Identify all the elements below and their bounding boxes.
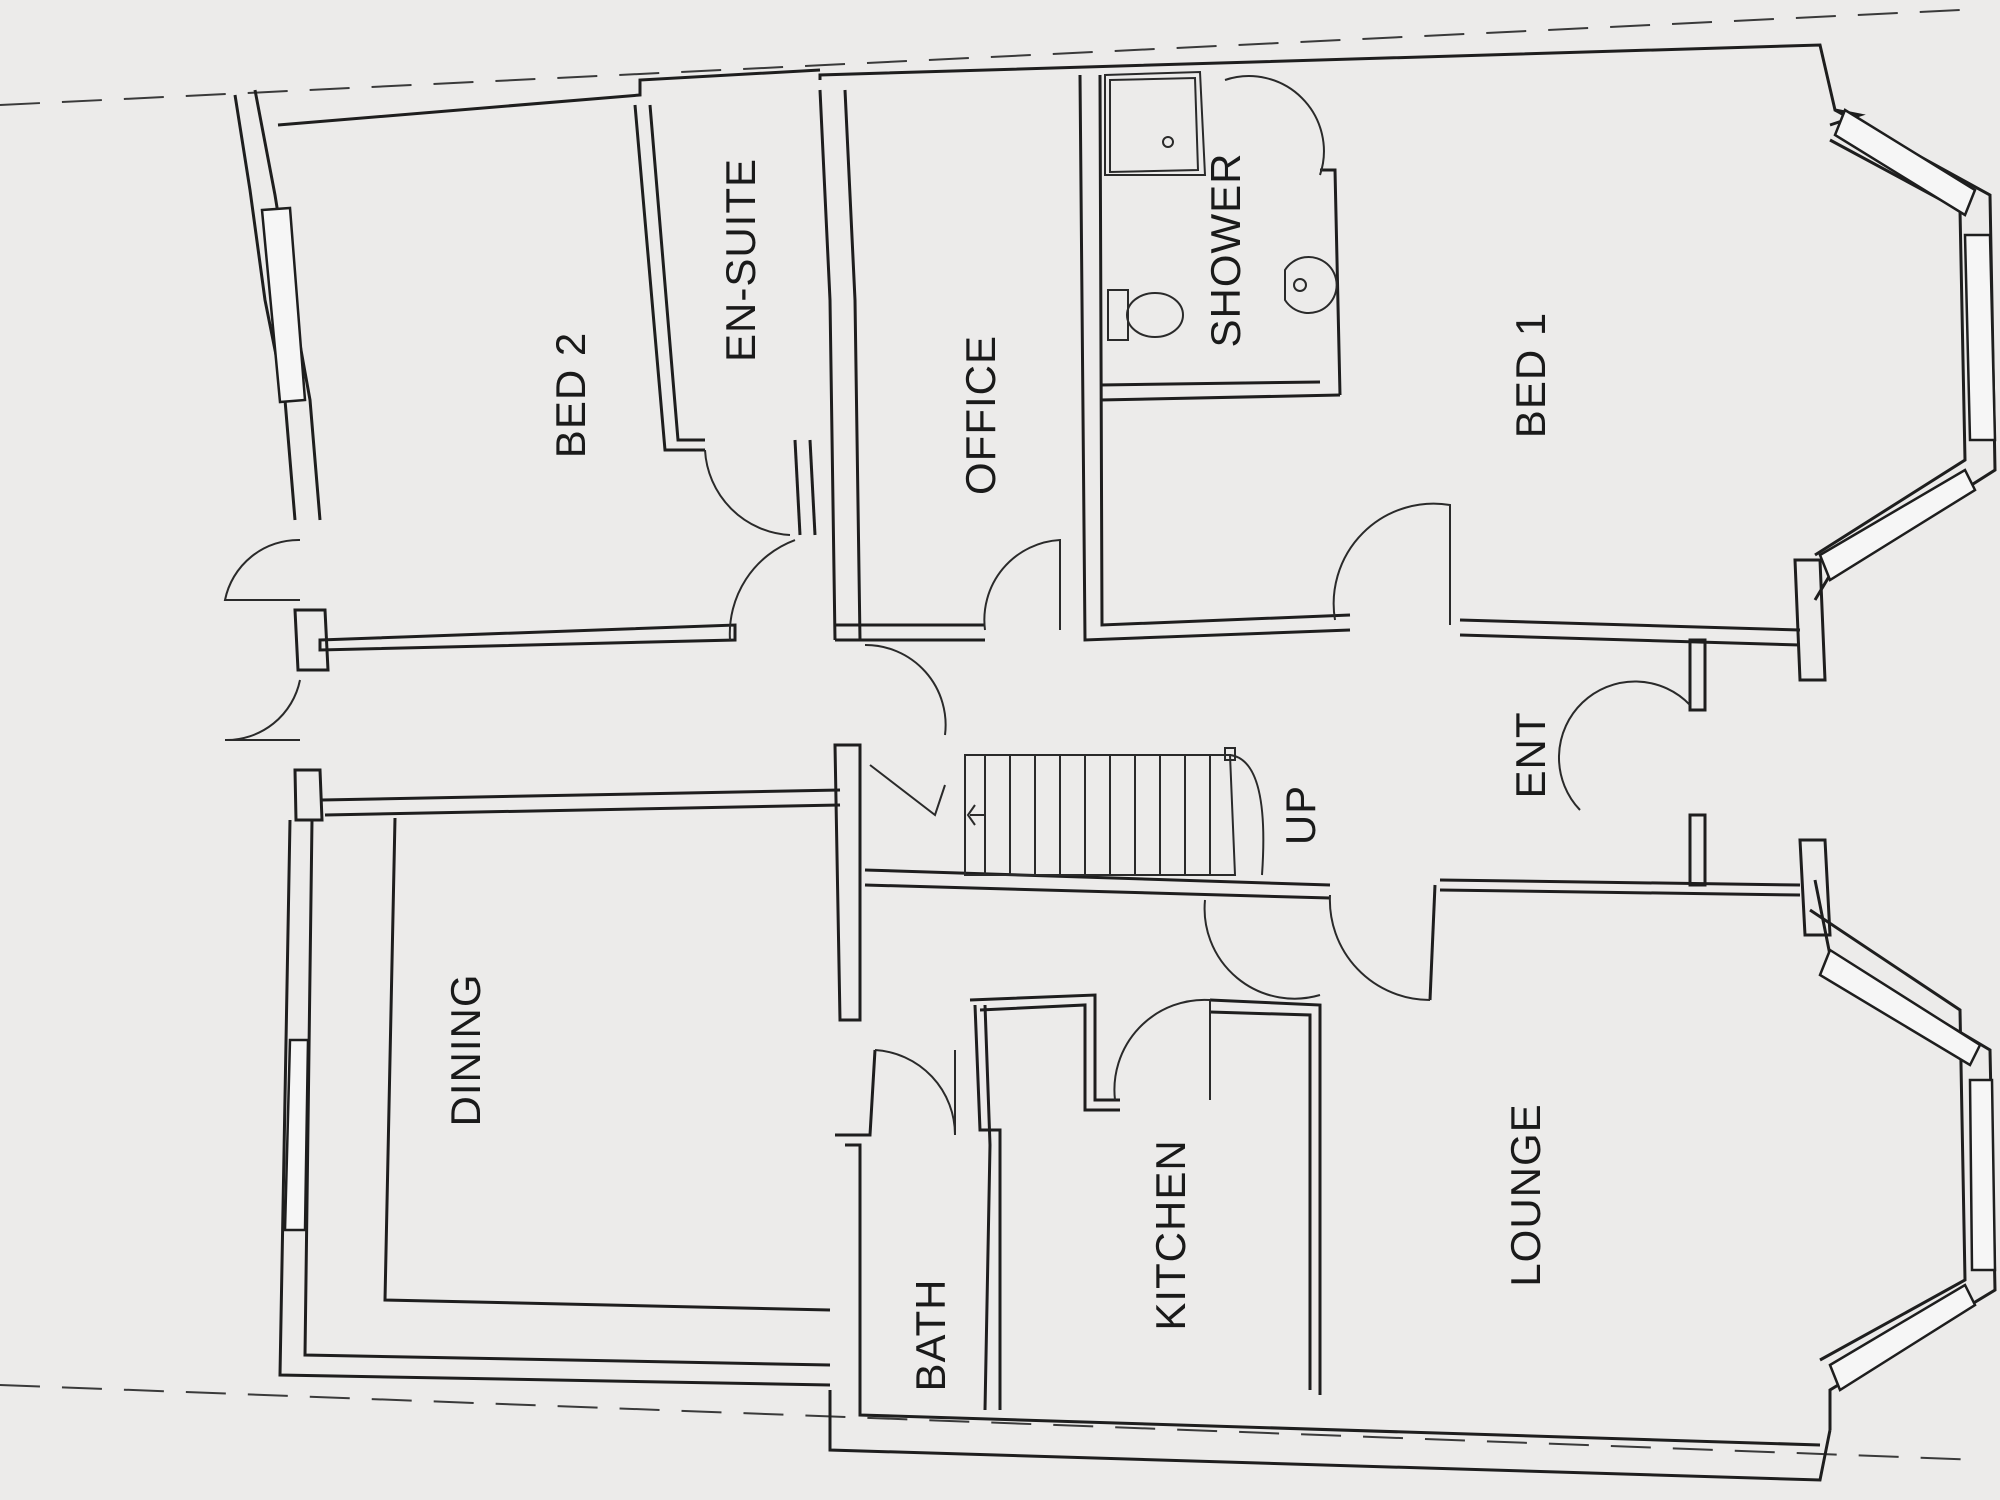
left-hall-entrance	[223, 538, 330, 822]
room-label-kitchen: KITCHEN	[1147, 1139, 1194, 1330]
exterior-walls	[233, 43, 1997, 1482]
doors	[704, 449, 1691, 1136]
room-label-ent: ENT	[1507, 712, 1554, 799]
room-label-bed1: BED 1	[1507, 312, 1554, 438]
room-label-bath: BATH	[907, 1279, 954, 1392]
windows	[260, 108, 1997, 1392]
staircase	[964, 747, 1265, 876]
interior-walls	[318, 74, 1801, 1411]
room-label-office: OFFICE	[957, 335, 1004, 495]
stairs-up-label: UP	[1277, 785, 1324, 845]
room-label-shower: SHOWER	[1202, 153, 1249, 348]
room-label-dining: DINING	[442, 974, 489, 1127]
fixtures	[1104, 70, 1338, 341]
room-label-ensuite: EN-SUITE	[717, 158, 764, 362]
property-boundary	[0, 9, 1981, 1461]
room-labels: BED 2 EN-SUITE OFFICE SHOWER BED 1 ENT D…	[442, 153, 1554, 1392]
room-label-bed2: BED 2	[547, 332, 594, 458]
room-label-lounge: LOUNGE	[1502, 1103, 1549, 1286]
